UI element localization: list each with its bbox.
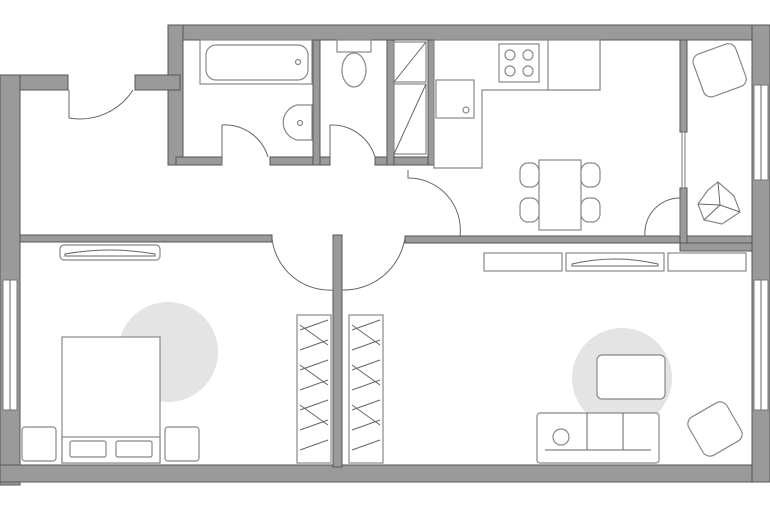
bathroom-fixtures bbox=[199, 39, 427, 155]
fridge bbox=[547, 39, 601, 91]
balcony-armchair bbox=[692, 43, 747, 98]
plant bbox=[697, 181, 741, 225]
kitchen-fixtures bbox=[433, 39, 601, 231]
balcony-door-glass bbox=[681, 131, 686, 189]
bedroom-fixtures bbox=[21, 244, 332, 464]
room-divider-wall bbox=[332, 234, 343, 468]
toilet-bowl bbox=[341, 52, 367, 88]
cabinet bbox=[667, 252, 747, 272]
entry-wall-right bbox=[134, 74, 181, 91]
nightstand bbox=[21, 426, 57, 462]
lamp bbox=[552, 428, 570, 446]
kitchen-bottom-wall bbox=[404, 235, 753, 244]
bedroom-door bbox=[271, 237, 334, 291]
balcony-wall-bottom bbox=[679, 187, 688, 244]
bath-door bbox=[221, 124, 269, 165]
living-room-fixtures bbox=[348, 252, 747, 464]
stove bbox=[498, 43, 540, 83]
corridor-wall bbox=[19, 234, 273, 243]
dining-table bbox=[538, 159, 582, 231]
balcony-wall-top bbox=[679, 39, 688, 133]
balcony-floor-wall bbox=[679, 242, 753, 252]
armchair bbox=[687, 401, 743, 457]
windows bbox=[2, 84, 769, 411]
chair bbox=[580, 197, 601, 223]
bath-bottom-wall bbox=[175, 156, 223, 166]
pillow bbox=[115, 440, 153, 458]
entry-door bbox=[68, 89, 134, 120]
nightstand bbox=[164, 426, 200, 462]
balcony-door bbox=[644, 197, 681, 237]
balcony-fixtures bbox=[692, 43, 747, 225]
bottom-wall bbox=[0, 464, 770, 483]
chair bbox=[580, 162, 601, 188]
toilet-bottom-wall bbox=[319, 156, 331, 166]
chair bbox=[519, 162, 540, 188]
toilet-door bbox=[329, 124, 376, 158]
bath-toilet-wall bbox=[312, 39, 321, 166]
closet-bottom-wall bbox=[374, 156, 434, 166]
bath-left-wall bbox=[167, 24, 184, 166]
pillow bbox=[69, 440, 107, 458]
tv-cabinet bbox=[483, 252, 563, 272]
kitchen-left-wall bbox=[427, 39, 435, 166]
living-door bbox=[341, 237, 406, 291]
toilet-tank bbox=[336, 39, 372, 53]
doors bbox=[68, 89, 681, 291]
toilet-closet-wall bbox=[386, 39, 395, 166]
bathtub-basin bbox=[205, 44, 309, 81]
chair bbox=[519, 197, 540, 223]
top-wall bbox=[167, 24, 770, 41]
kitchen-door bbox=[407, 170, 461, 237]
coffee-table bbox=[596, 354, 666, 400]
